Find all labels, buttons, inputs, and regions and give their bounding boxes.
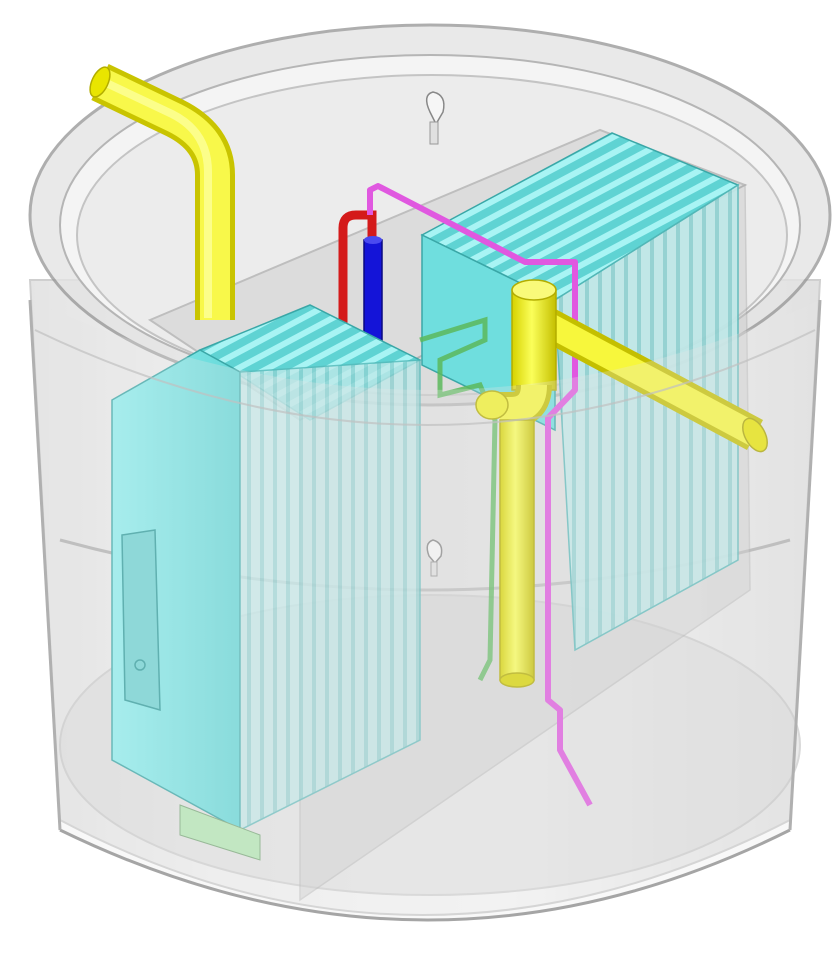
lifting-eye-icon xyxy=(426,539,443,577)
red-pipe xyxy=(338,210,377,340)
outlet-pipe xyxy=(475,279,768,688)
tank-front-shell xyxy=(28,299,822,922)
inlet-pipe xyxy=(89,63,235,320)
blue-pipe xyxy=(363,236,383,346)
lifting-eye-icon xyxy=(425,91,445,145)
filter-module-back xyxy=(420,132,740,652)
magenta-pipe xyxy=(367,183,593,807)
filter-module-front xyxy=(111,304,422,861)
green-pipe xyxy=(419,316,498,682)
